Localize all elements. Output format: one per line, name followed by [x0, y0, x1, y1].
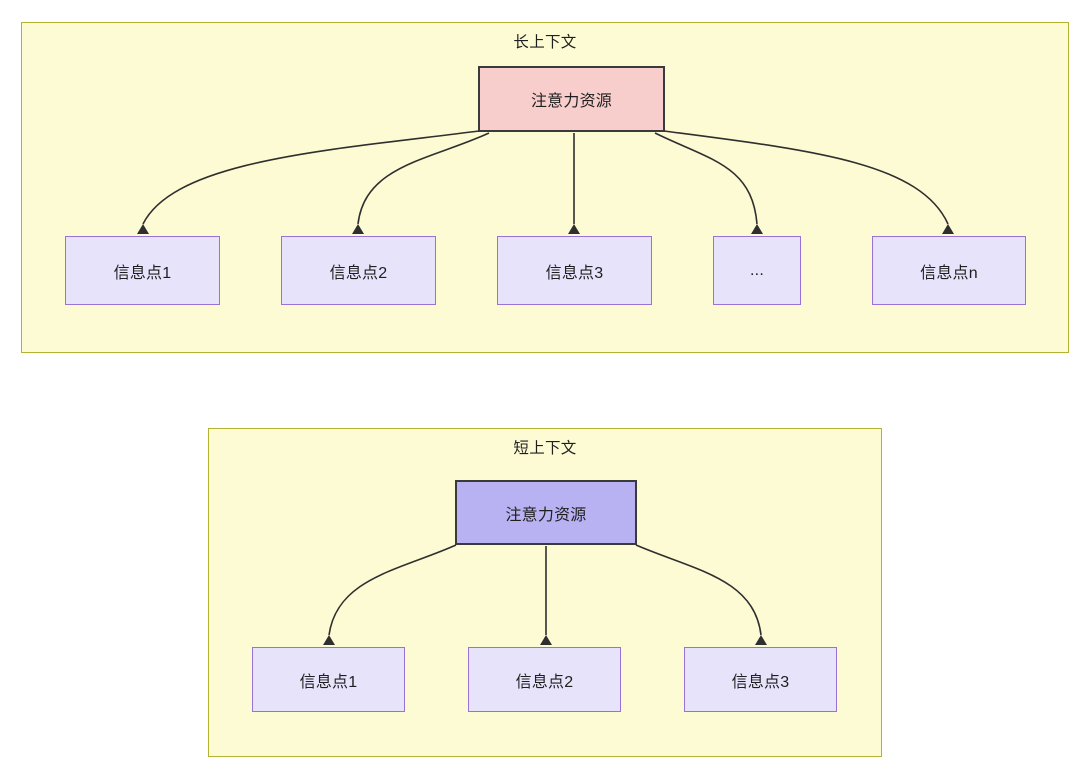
node-attention-resource-short[interactable]: 注意力资源 — [455, 480, 637, 545]
panel-long-context-title: 长上下文 — [513, 34, 577, 51]
node-info-point-n-long[interactable]: 信息点n — [872, 236, 1026, 305]
node-label: ... — [750, 261, 764, 279]
node-label: 注意力资源 — [505, 506, 587, 524]
node-info-point-3-short[interactable]: 信息点3 — [684, 647, 837, 712]
node-label: 信息点3 — [731, 673, 790, 691]
node-label: 注意力资源 — [530, 93, 612, 110]
node-info-point-2-short[interactable]: 信息点2 — [468, 647, 621, 712]
node-info-point-3-long[interactable]: 信息点3 — [497, 236, 652, 305]
node-info-point-2-long[interactable]: 信息点2 — [281, 236, 436, 305]
node-attention-resource-long[interactable]: 注意力资源 — [478, 66, 665, 132]
node-info-point-1-short[interactable]: 信息点1 — [252, 647, 405, 712]
node-label: 信息点n — [920, 264, 978, 282]
node-info-point-ellipsis-long[interactable]: ... — [713, 236, 801, 305]
panel-short-context-title: 短上下文 — [513, 440, 577, 457]
node-label: 信息点1 — [299, 673, 358, 691]
node-label: 信息点2 — [329, 264, 388, 282]
node-label: 信息点3 — [545, 264, 604, 282]
node-info-point-1-long[interactable]: 信息点1 — [65, 236, 220, 305]
node-label: 信息点2 — [515, 673, 574, 691]
node-label: 信息点1 — [113, 264, 172, 282]
